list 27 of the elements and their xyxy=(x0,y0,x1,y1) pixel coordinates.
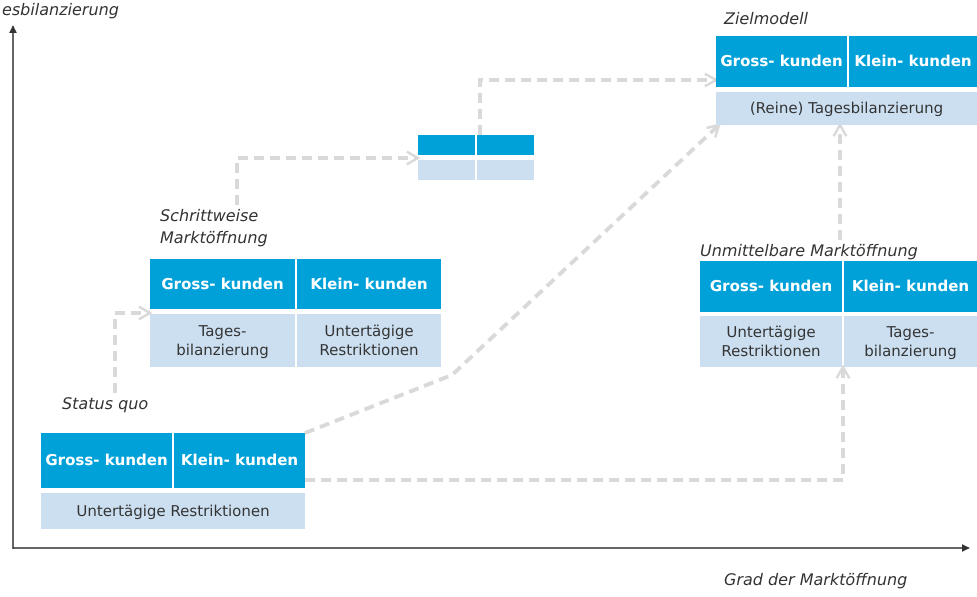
dashed-arrow xyxy=(478,72,718,135)
column-header: Gross- kunden xyxy=(716,36,847,87)
table-cell: Untertägige Restriktionen xyxy=(41,493,305,529)
axis-label: esbilanzierung xyxy=(2,0,119,19)
column-header: Klein- kunden xyxy=(849,36,977,87)
scenario-title: Unmittelbare Marktöffnung xyxy=(700,240,919,262)
table-cell: Untertägige Restriktionen xyxy=(297,314,441,367)
column-header: Gross- kunden xyxy=(700,261,842,312)
axis-label: Grad der Marktöffnung xyxy=(724,570,908,589)
dashed-arrow xyxy=(235,150,420,205)
dashed-arrow xyxy=(304,124,720,435)
column-header: Klein- kunden xyxy=(174,433,305,488)
column-header: Klein- kunden xyxy=(844,261,977,312)
dashed-arrow xyxy=(832,124,848,240)
table-cell: Untertägige Restriktionen xyxy=(700,316,842,367)
empty-table xyxy=(418,135,534,180)
column-header: Klein- kunden xyxy=(297,259,441,309)
scenario-title: Schrittweise Marktöffnung xyxy=(160,205,269,249)
scenario-title: Zielmodell xyxy=(724,8,809,30)
column-header: Gross- kunden xyxy=(41,433,172,488)
table-cell: (Reine) Tagesbilanzierung xyxy=(716,92,977,125)
dashed-arrow xyxy=(305,366,851,482)
table-cell: Tages- bilanzierung xyxy=(844,316,977,367)
column-header: Gross- kunden xyxy=(150,259,295,309)
table-cell: Tages- bilanzierung xyxy=(150,314,295,367)
scenario-title: Status quo xyxy=(62,393,150,415)
dashed-arrow xyxy=(113,305,152,393)
